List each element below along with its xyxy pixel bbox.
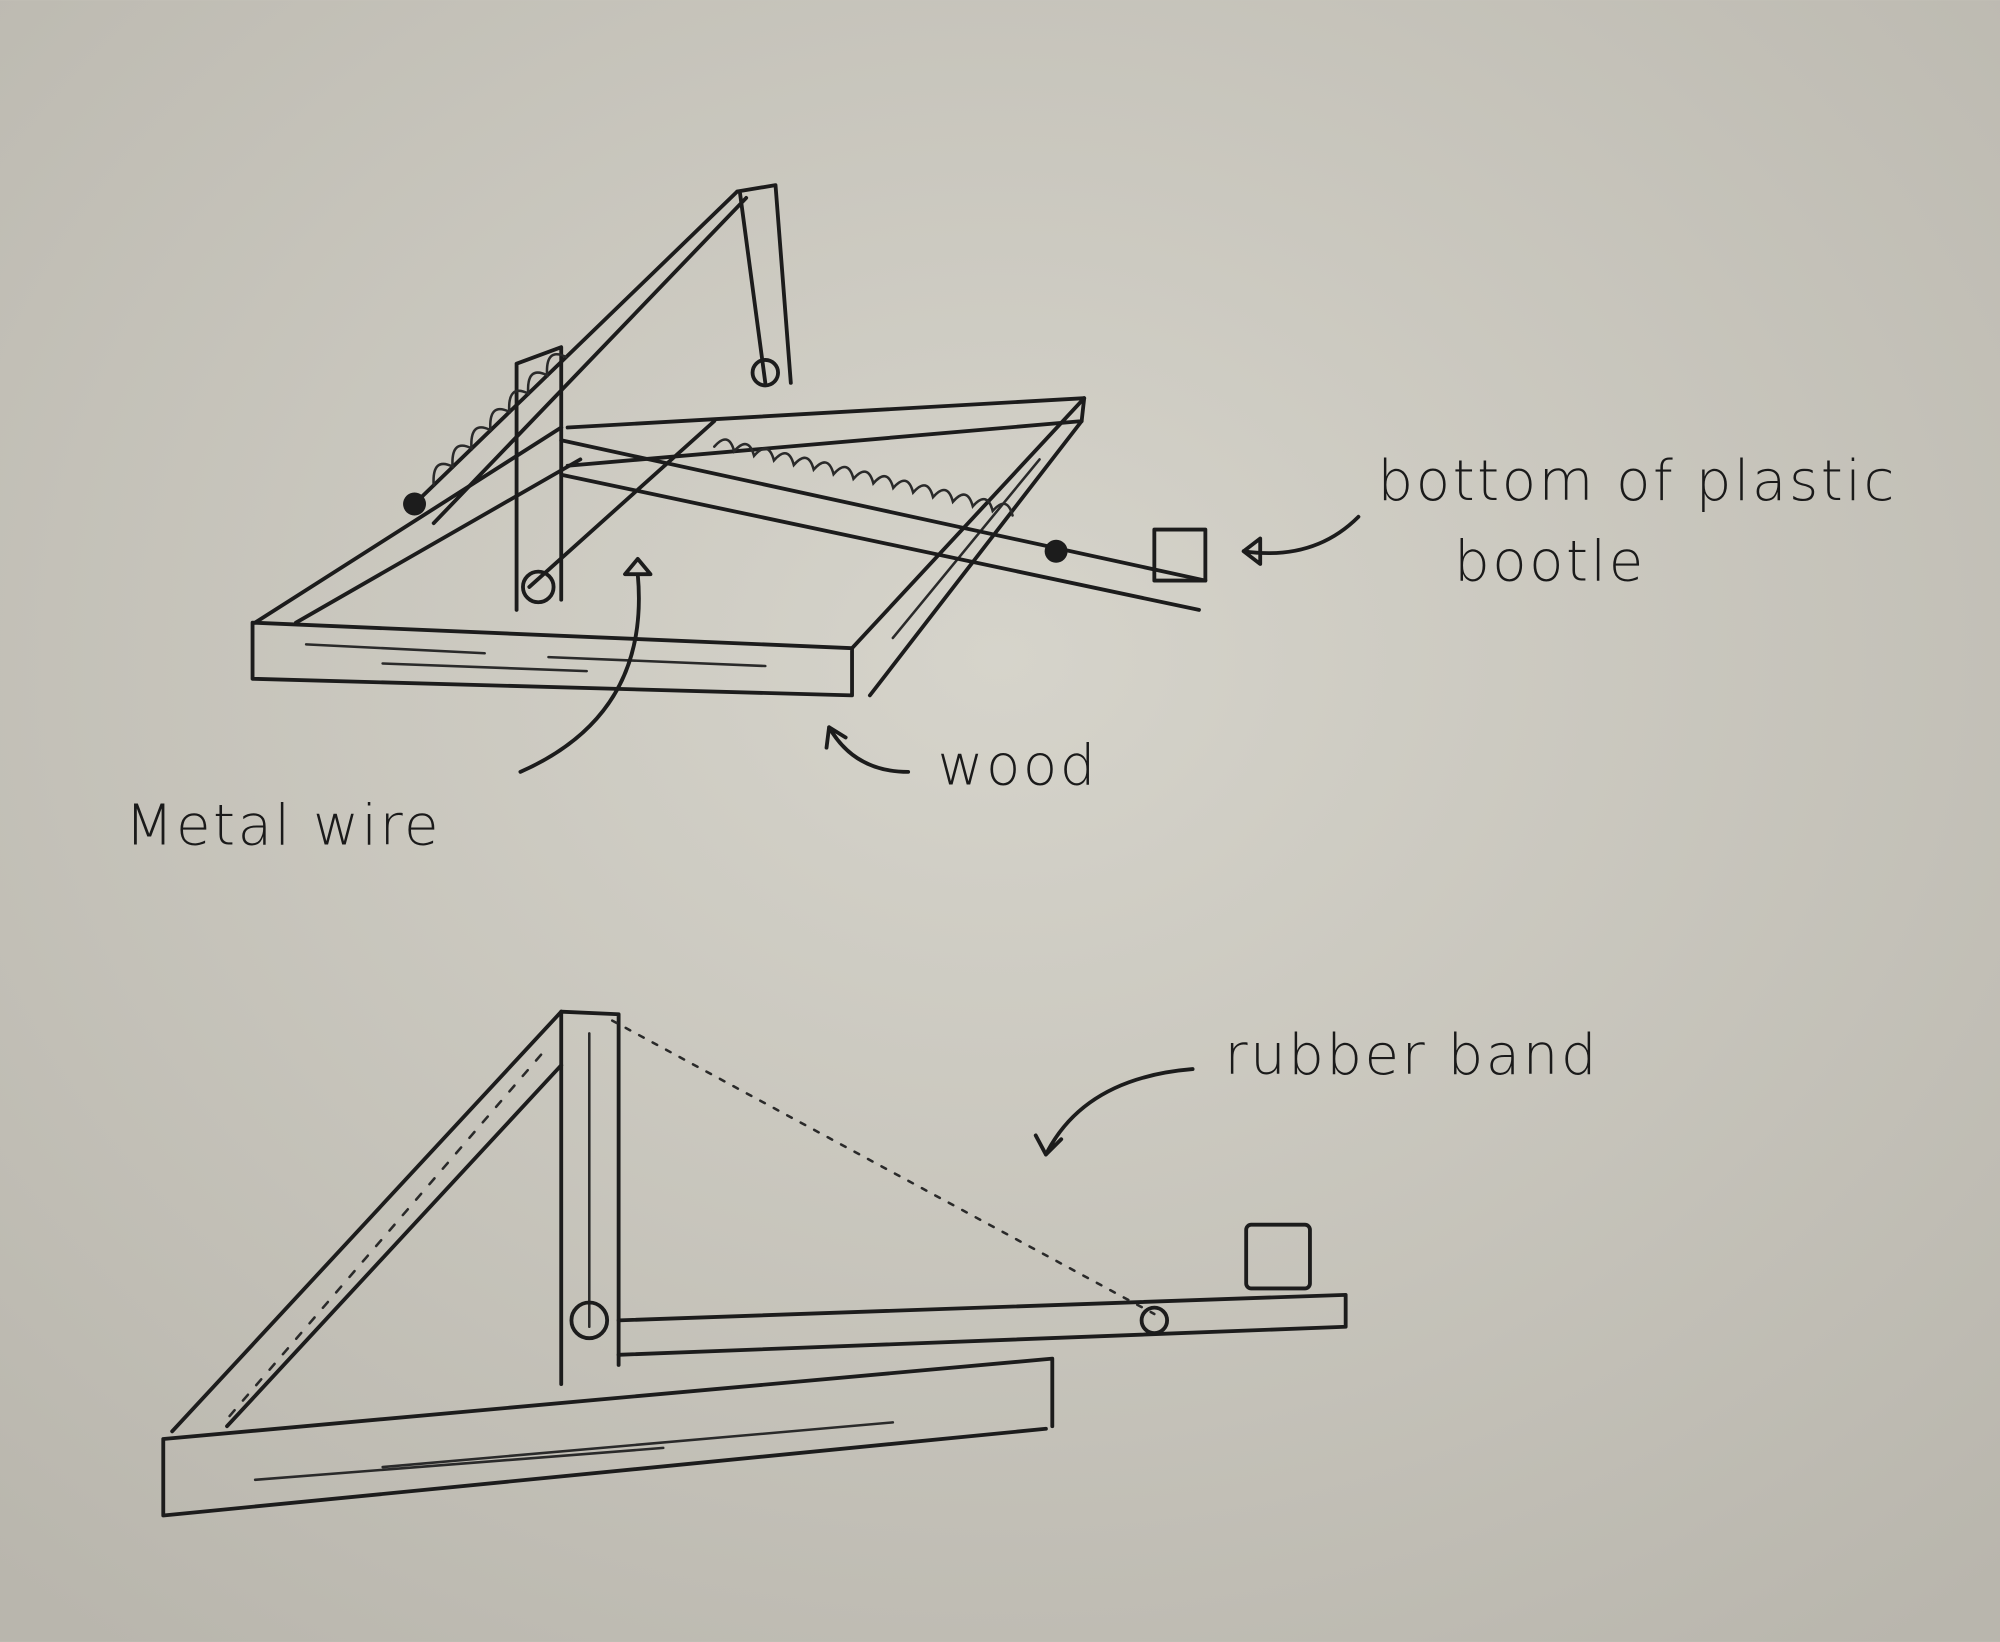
wood-arrow xyxy=(824,725,911,774)
label-bottle-line2: bootle xyxy=(1454,530,1646,595)
label-bottle-line1: bottom of plastic xyxy=(1378,449,1897,514)
left-rail xyxy=(253,425,583,625)
base-board xyxy=(161,1356,1055,1518)
pivot xyxy=(569,1300,610,1341)
bottle-cup xyxy=(1244,1222,1312,1291)
bottle-arrow xyxy=(1241,514,1361,566)
wire-coils xyxy=(228,1044,550,1418)
rubber-band-spring xyxy=(610,1019,1156,1316)
metal-wire-arrow xyxy=(518,556,653,774)
pivot xyxy=(521,569,556,605)
label-wood: wood xyxy=(938,734,1098,799)
vertical-post xyxy=(559,1009,621,1387)
lever-arm xyxy=(616,1292,1348,1357)
rubber-band-arrow xyxy=(1033,1067,1195,1157)
right-rail xyxy=(850,396,1087,698)
top-catapult-drawing xyxy=(250,183,1208,698)
throwing-arm-frame xyxy=(419,183,793,526)
diagonal-support xyxy=(170,1009,564,1434)
front-base-board xyxy=(250,620,854,698)
back-board xyxy=(565,396,1087,468)
spring-coils xyxy=(713,438,1014,517)
bottle-cup xyxy=(1152,527,1208,583)
lever-arm xyxy=(527,419,1208,612)
bottom-catapult-drawing xyxy=(161,1009,1348,1518)
label-rubber-band: rubber band xyxy=(1224,1023,1599,1088)
label-metal-wire: Metal wire xyxy=(125,794,441,859)
